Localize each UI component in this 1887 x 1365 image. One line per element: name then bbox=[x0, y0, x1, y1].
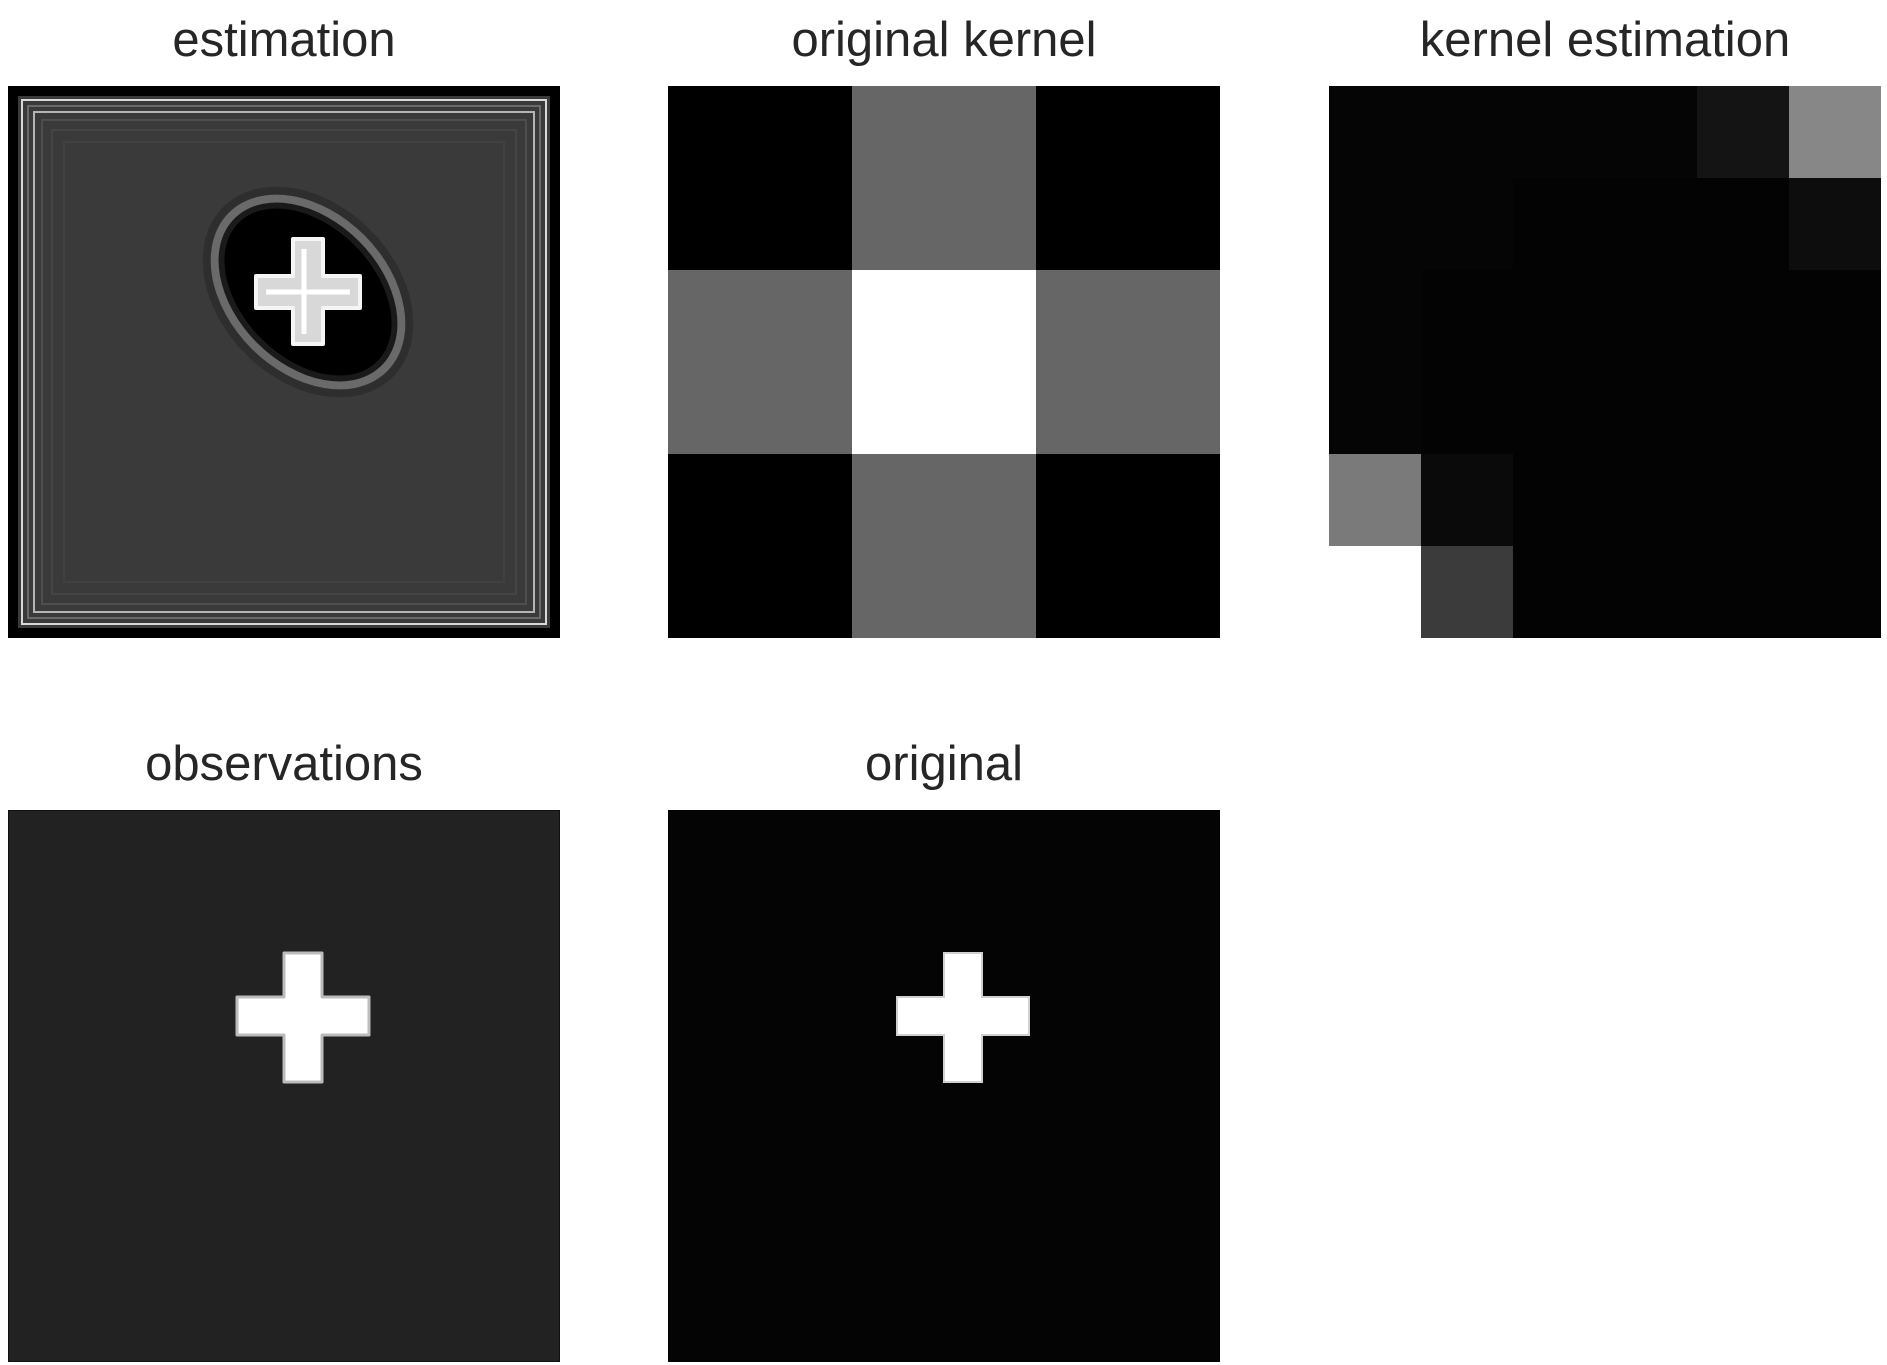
estimation-image bbox=[8, 86, 560, 638]
original-kernel-cell bbox=[852, 454, 1036, 638]
kernel-estimation-cell bbox=[1697, 86, 1789, 178]
kernel-estimation-image bbox=[1329, 86, 1881, 638]
kernel-estimation-cell bbox=[1421, 86, 1513, 178]
kernel-estimation-cell bbox=[1513, 178, 1605, 270]
kernel-estimation-cell bbox=[1789, 454, 1881, 546]
kernel-estimation-cell bbox=[1329, 362, 1421, 454]
kernel-estimation-cell bbox=[1329, 178, 1421, 270]
kernel-estimation-cell bbox=[1513, 546, 1605, 638]
original-background bbox=[668, 810, 1220, 1362]
kernel-estimation-cell bbox=[1789, 270, 1881, 362]
original-kernel-cell bbox=[852, 86, 1036, 270]
kernel-estimation-cell bbox=[1789, 178, 1881, 270]
kernel-estimation-cell bbox=[1513, 362, 1605, 454]
estimation-svg bbox=[8, 86, 560, 638]
kernel-estimation-cell bbox=[1605, 270, 1697, 362]
panel-title: original kernel bbox=[791, 13, 1097, 67]
original-kernel-cell bbox=[668, 86, 852, 270]
kernel-estimation-cell bbox=[1605, 546, 1697, 638]
kernel-estimation-heatmap bbox=[1329, 86, 1881, 638]
kernel-estimation-cell bbox=[1697, 454, 1789, 546]
kernel-estimation-cell bbox=[1789, 546, 1881, 638]
observations-svg bbox=[8, 810, 560, 1362]
kernel-estimation-cell bbox=[1421, 546, 1513, 638]
kernel-estimation-cell bbox=[1605, 178, 1697, 270]
panel-title: observations bbox=[145, 737, 423, 791]
kernel-estimation-cell bbox=[1513, 86, 1605, 178]
observations-cross-shape bbox=[235, 951, 371, 1084]
kernel-estimation-cell bbox=[1789, 362, 1881, 454]
kernel-estimation-cell bbox=[1513, 270, 1605, 362]
original-kernel-image bbox=[668, 86, 1220, 638]
original-kernel-cell bbox=[1036, 270, 1220, 454]
kernel-estimation-cell bbox=[1329, 270, 1421, 362]
observations-image bbox=[8, 810, 560, 1362]
original-kernel-cell bbox=[1036, 454, 1220, 638]
original-svg bbox=[668, 810, 1220, 1362]
kernel-estimation-cell bbox=[1697, 362, 1789, 454]
kernel-estimation-cell bbox=[1789, 86, 1881, 178]
kernel-estimation-cell bbox=[1697, 546, 1789, 638]
kernel-estimation-cell bbox=[1421, 362, 1513, 454]
kernel-estimation-cell bbox=[1329, 546, 1421, 638]
kernel-estimation-cell bbox=[1329, 454, 1421, 546]
kernel-estimation-cell bbox=[1421, 270, 1513, 362]
original-kernel-cell bbox=[668, 454, 852, 638]
kernel-estimation-cell bbox=[1421, 454, 1513, 546]
kernel-estimation-cell bbox=[1513, 454, 1605, 546]
kernel-estimation-cell bbox=[1605, 454, 1697, 546]
panel-title: estimation bbox=[172, 13, 396, 67]
original-kernel-cell bbox=[1036, 86, 1220, 270]
kernel-estimation-cell bbox=[1605, 362, 1697, 454]
panel-title: kernel estimation bbox=[1419, 13, 1791, 67]
original-kernel-cell bbox=[668, 270, 852, 454]
original-kernel-heatmap bbox=[668, 86, 1220, 638]
kernel-estimation-cell bbox=[1697, 270, 1789, 362]
original-cross-shape bbox=[896, 952, 1030, 1083]
original-kernel-cell bbox=[852, 270, 1036, 454]
kernel-estimation-cell bbox=[1329, 86, 1421, 178]
kernel-estimation-cell bbox=[1421, 178, 1513, 270]
kernel-estimation-cell bbox=[1605, 86, 1697, 178]
original-image bbox=[668, 810, 1220, 1362]
observations-background bbox=[8, 810, 560, 1362]
kernel-estimation-cell bbox=[1697, 178, 1789, 270]
panel-title: original bbox=[865, 737, 1023, 791]
